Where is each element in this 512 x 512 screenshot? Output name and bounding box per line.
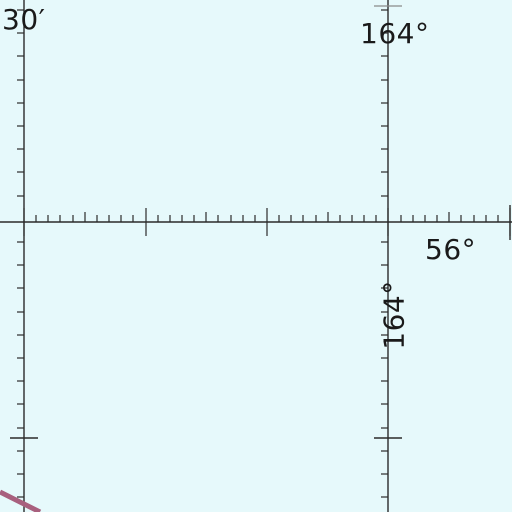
boundary-line: [0, 489, 42, 512]
longitude-label-rotated: 164°: [377, 280, 411, 350]
latitude-label: 56°: [425, 233, 477, 266]
minute-label: 30′: [2, 3, 46, 36]
longitude-label-top: 164°: [360, 17, 430, 50]
tick-marks: [17, 9, 511, 498]
